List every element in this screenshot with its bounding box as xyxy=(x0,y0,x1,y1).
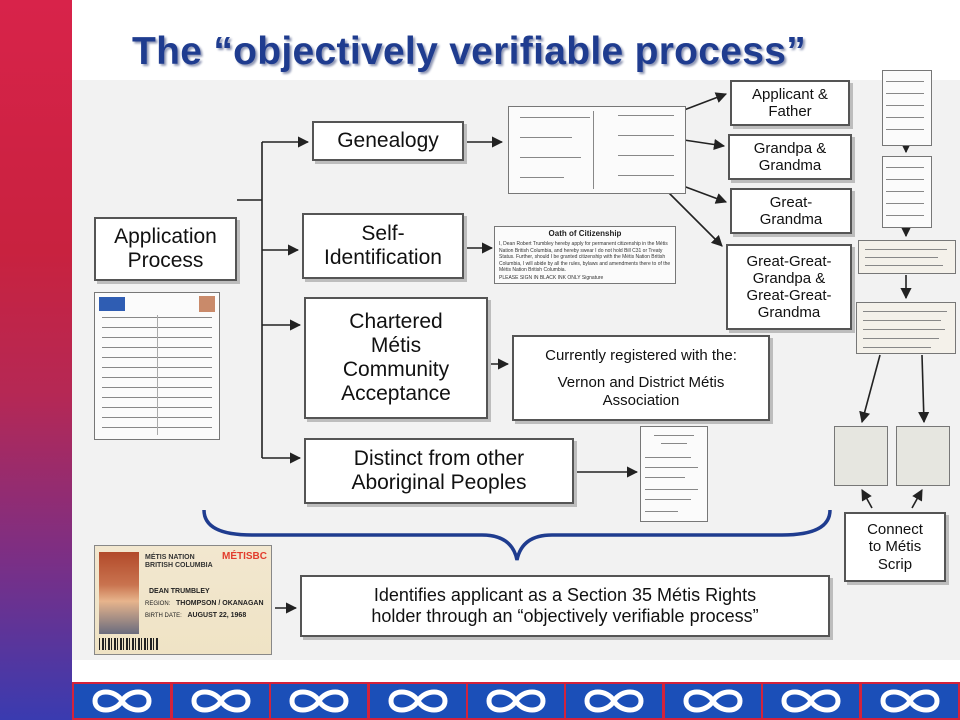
registered-association-box: Currently registered with the: Vernon an… xyxy=(512,335,770,421)
process-diagram: Application Process Genealogy Self- Iden… xyxy=(72,70,960,660)
registered-text: Currently registered with the: xyxy=(545,347,737,365)
card-holder-name: DEAN TRUMBLEY xyxy=(149,588,210,595)
infinity-icon xyxy=(683,689,743,713)
infinity-icon xyxy=(289,689,349,713)
infinity-symbol-tile xyxy=(664,684,761,718)
oath-signature-line: PLEASE SIGN IN BLACK INK ONLY Signature xyxy=(499,275,604,281)
infinity-icon xyxy=(584,689,644,713)
handwritten-record-2 xyxy=(856,302,956,354)
historical-record-2 xyxy=(882,156,932,228)
infinity-icon xyxy=(92,689,152,713)
infinity-footer-band xyxy=(72,682,960,720)
great-grandma-box: Great- Grandma xyxy=(730,188,852,234)
page-title: The “objectively verifiable process” xyxy=(132,30,807,73)
infinity-icon xyxy=(486,689,546,713)
slide: The “objectively verifiable process” xyxy=(72,0,960,682)
infinity-symbol-tile xyxy=(566,684,663,718)
infinity-symbol-tile xyxy=(74,684,171,718)
applicant-father-box: Applicant & Father xyxy=(730,80,850,126)
infinity-icon xyxy=(191,689,251,713)
card-region: THOMPSON / OKANAGAN xyxy=(176,600,264,607)
application-process-box: Application Process xyxy=(94,217,237,281)
connect-metis-scrip-box: Connect to Métis Scrip xyxy=(844,512,946,582)
left-gradient-bar xyxy=(0,0,72,720)
connector-lines xyxy=(202,92,930,614)
card-photo xyxy=(99,552,139,634)
infinity-icon xyxy=(781,689,841,713)
oath-of-citizenship-document: Oath of Citizenship I, Dean Robert Trumb… xyxy=(494,226,676,284)
infinity-icon xyxy=(388,689,448,713)
historical-record-1 xyxy=(882,70,932,146)
application-form-document xyxy=(94,292,220,440)
handwritten-record-1 xyxy=(858,240,956,274)
card-region-label: REGION: xyxy=(145,601,171,607)
card-birth-date: AUGUST 22, 1968 xyxy=(187,612,247,619)
infinity-symbol-tile xyxy=(172,684,269,718)
card-logo: MÉTISBC xyxy=(222,551,267,562)
card-barcode xyxy=(99,638,159,650)
self-identification-box: Self- Identification xyxy=(302,213,464,279)
card-birth-label: BIRTH DATE: xyxy=(145,613,182,619)
chartered-community-box: Chartered Métis Community Acceptance xyxy=(304,297,488,419)
infinity-symbol-tile xyxy=(763,684,860,718)
distinct-declaration-document xyxy=(640,426,708,522)
identifies-applicant-box: Identifies applicant as a Section 35 Mét… xyxy=(300,575,830,637)
oath-title: Oath of Citizenship xyxy=(548,229,622,238)
oath-body: I, Dean Robert Trumbley hereby apply for… xyxy=(499,241,671,273)
infinity-icon xyxy=(880,689,940,713)
metis-citizenship-card: MÉTIS NATION BRITISH COLUMBIA MÉTISBC DE… xyxy=(94,545,272,655)
scrip-document-1 xyxy=(834,426,888,486)
infinity-symbol-tile xyxy=(271,684,368,718)
genealogy-chart-document xyxy=(508,106,686,194)
distinct-peoples-box: Distinct from other Aboriginal Peoples xyxy=(304,438,574,504)
scrip-document-2 xyxy=(896,426,950,486)
infinity-symbol-tile xyxy=(861,684,958,718)
infinity-symbol-tile xyxy=(468,684,564,718)
infinity-symbol-tile xyxy=(369,684,466,718)
card-org-name: MÉTIS NATION BRITISH COLUMBIA xyxy=(145,554,213,570)
great-great-grandparents-box: Great-Great- Grandpa & Great-Great- Gran… xyxy=(726,244,852,330)
genealogy-box: Genealogy xyxy=(312,121,464,161)
association-text: Vernon and District Métis Association xyxy=(557,374,725,409)
grandpa-grandma-box: Grandpa & Grandma xyxy=(728,134,852,180)
